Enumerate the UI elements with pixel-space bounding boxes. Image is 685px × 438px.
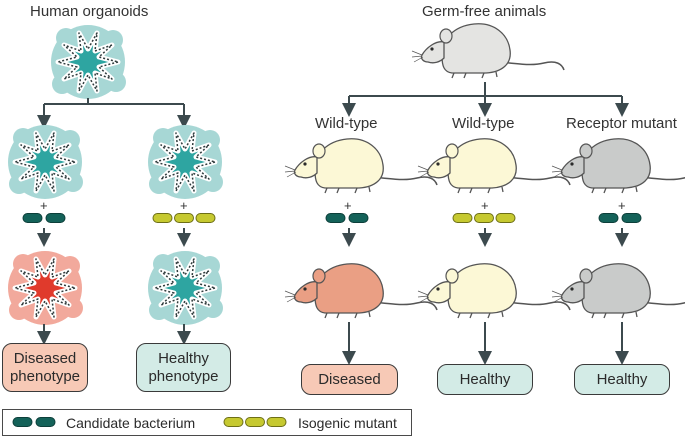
- plus-sign: +: [40, 198, 48, 213]
- germ-free-mouse: [411, 23, 565, 79]
- plus-sign: +: [481, 198, 489, 213]
- title-germ-free-animals: Germ-free animals: [422, 3, 547, 20]
- organoid-healthy-after: [148, 251, 223, 325]
- diseased-phenotype-box: Diseased phenotype: [2, 343, 88, 392]
- mouse-healthy-wild-type: [417, 263, 571, 319]
- organoid-right-before: [148, 125, 223, 199]
- legend-isogenic-label: Isogenic mutant: [298, 415, 397, 431]
- mouse-healthy-receptor-mutant: [551, 263, 685, 319]
- plus-sign: +: [618, 198, 626, 213]
- diseased-phenotype-line1: Diseased: [13, 349, 77, 367]
- healthy-phenotype-box: Healthy phenotype: [136, 343, 231, 392]
- healthy-box-wild-type: Healthy: [437, 364, 533, 395]
- mouse-wild-type-2: [417, 138, 571, 194]
- legend-candidate-label: Candidate bacterium: [66, 415, 196, 431]
- plus-sign: +: [180, 198, 188, 213]
- candidate-bacterium-mouse-3: [598, 213, 642, 223]
- title-human-organoids: Human organoids: [30, 3, 149, 20]
- organoid-left-before: [8, 125, 83, 199]
- isogenic-mutant-organoid: [152, 213, 216, 223]
- label-wild-type-1: Wild-type: [315, 115, 378, 132]
- diseased-phenotype-line2: phenotype: [9, 367, 81, 385]
- organoid-branch-line: [44, 98, 184, 105]
- organoid-diseased: [8, 251, 83, 325]
- label-wild-type-2: Wild-type: [452, 115, 515, 132]
- animal-branch-line: [349, 82, 622, 97]
- legend: Candidate bacterium Isogenic mutant: [2, 409, 412, 436]
- healthy-box-receptor-mutant: Healthy: [574, 364, 670, 395]
- isogenic-mutant-mouse-2: [452, 213, 516, 223]
- candidate-bacterium-organoid: [22, 213, 66, 223]
- mouse-diseased: [284, 263, 438, 319]
- healthy-phenotype-line2: phenotype: [148, 367, 219, 385]
- diseased-box: Diseased: [301, 364, 398, 395]
- mouse-wild-type-1: [284, 138, 438, 194]
- source-organoid: [51, 25, 126, 99]
- healthy-phenotype-line1: Healthy: [158, 349, 209, 367]
- mouse-receptor-mutant: [551, 138, 685, 194]
- label-receptor-mutant: Receptor mutant: [566, 115, 677, 132]
- candidate-bacterium-mouse-1: [325, 213, 369, 223]
- plus-sign: +: [344, 198, 352, 213]
